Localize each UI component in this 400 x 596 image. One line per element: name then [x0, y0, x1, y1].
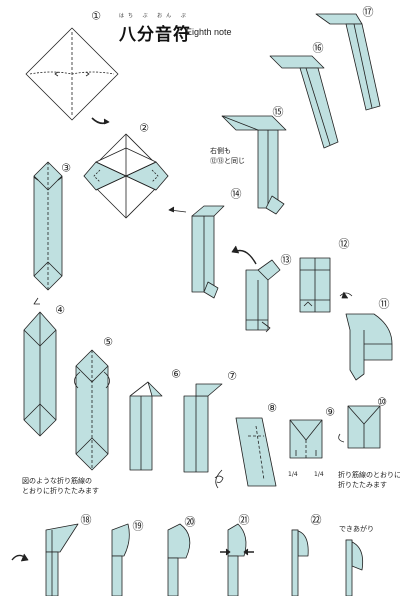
page-subtitle: Eighth note	[186, 27, 232, 37]
step-12-figure	[299, 257, 331, 313]
step-number-6: ⑥	[171, 368, 181, 381]
step-number-19: ⑲	[133, 520, 144, 533]
note-right-side: 右側も ⑫⑬と同じ	[210, 147, 245, 165]
step-number-12: ⑫	[339, 238, 350, 251]
finished-figure	[345, 539, 364, 596]
step-19-figure	[111, 523, 130, 596]
step-9-figure	[289, 419, 323, 459]
step-number-14: ⑭	[231, 188, 242, 201]
step-number-16: ⑯	[313, 42, 324, 55]
step-6-figure	[129, 381, 163, 471]
page-title: 八分音符	[119, 25, 191, 45]
step-number-18: ⑱	[81, 514, 92, 527]
note-step5-instruction: 図のような折り筋線の とおりに折りたたみます	[22, 477, 99, 495]
step-number-15: ⑮	[273, 106, 284, 119]
step-7-figure	[183, 383, 224, 489]
step-number-5: ⑤	[103, 336, 113, 349]
note-step10-instruction: 折り筋線のとおりに 折りたたみます	[338, 471, 400, 489]
step-5-figure	[74, 349, 110, 471]
fraction-label-left: 1/4	[288, 471, 298, 478]
step-4-figure	[23, 297, 57, 437]
step-13-figure	[245, 259, 281, 333]
step-number-4: ④	[55, 304, 65, 317]
step-number-7: ⑦	[227, 370, 237, 383]
step-number-3: ③	[61, 162, 71, 175]
step-17-figure	[315, 13, 381, 111]
step-10-figure	[338, 405, 381, 449]
step-number-22: ㉒	[311, 514, 322, 527]
step-number-20: ⑳	[185, 516, 196, 529]
fraction-label-right: 1/4	[314, 471, 324, 478]
step-22-figure	[291, 529, 309, 596]
step-21-figure	[220, 523, 254, 596]
step-2-figure	[83, 133, 169, 219]
step-16-figure	[269, 55, 339, 149]
step-number-17: ⑰	[363, 6, 374, 19]
title-furigana: はち ぶ おん ぷ	[119, 13, 190, 19]
step-number-13: ⑬	[281, 254, 292, 267]
note-done: できあがり	[339, 525, 374, 533]
step-number-11: ⑪	[379, 298, 390, 311]
step-1-figure	[25, 27, 119, 121]
step-14-figure	[168, 205, 225, 299]
step-20-figure	[167, 523, 191, 596]
step-11-figure	[339, 291, 393, 381]
step-number-10: ⑩	[377, 396, 387, 409]
step-3-figure	[33, 161, 63, 291]
step-number-1: ①	[91, 10, 101, 23]
step-18-figure	[45, 523, 79, 596]
step-number-2: ②	[139, 122, 149, 135]
step-number-8: ⑧	[267, 402, 277, 415]
step-number-21: ㉑	[239, 514, 250, 527]
step-15-figure	[221, 115, 287, 215]
step-number-9: ⑨	[325, 406, 335, 419]
step-8-figure	[235, 417, 277, 487]
